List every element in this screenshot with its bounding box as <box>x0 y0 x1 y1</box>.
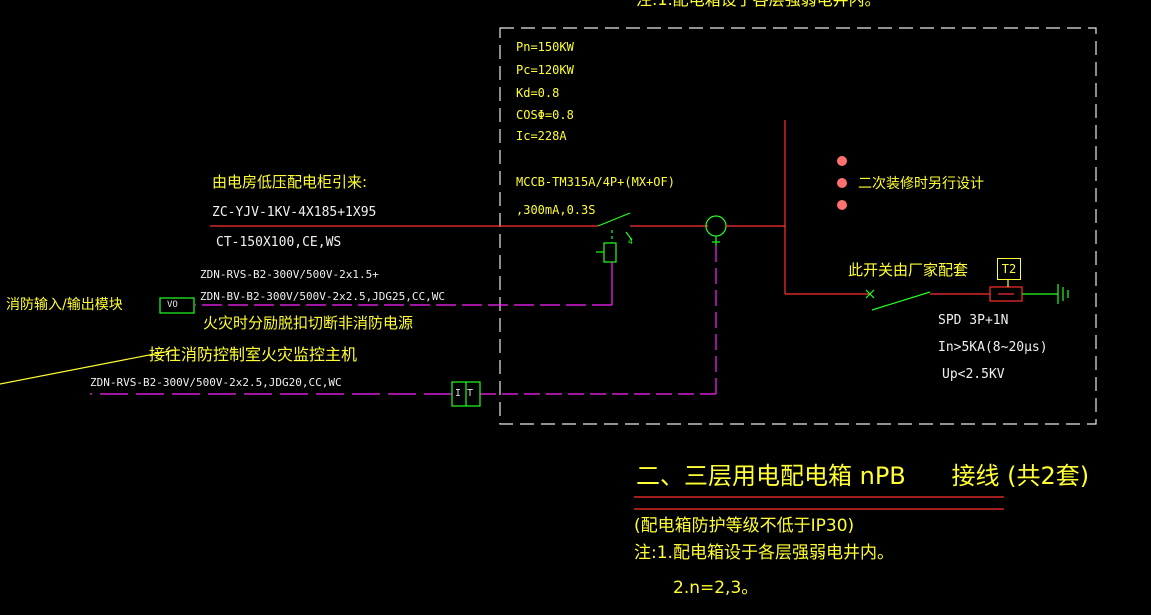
fire-cable-1: ZDN-RVS-B2-300V/500V-2x1.5+ <box>200 268 379 281</box>
main-breaker-symbol: 4 <box>596 212 708 263</box>
quantity-note: 2.n=2,3。 <box>673 578 759 598</box>
protection-note: (配电箱防护等级不低于IP30) <box>634 516 855 536</box>
monitor-cable-label: ZDN-RVS-B2-300V/500V-2x2.5,JDG20,CC,WC <box>90 376 342 389</box>
spd-switch-symbol <box>865 289 931 311</box>
breaker-model: MCCB-TM315A/4P+(MX+OF) <box>516 175 675 189</box>
param-ic: Ic=228A <box>516 129 567 143</box>
outgoing-note: 二次装修时另行设计 <box>858 176 984 192</box>
location-note: 注:1.配电箱设于各层强弱电井内。 <box>634 543 894 563</box>
svg-text:4: 4 <box>628 237 633 246</box>
spd-model: SPD 3P+1N <box>938 313 1009 328</box>
param-pn: Pn=150KW <box>516 40 574 54</box>
leader-line <box>0 349 176 385</box>
it-box-label: I T <box>455 388 474 399</box>
switch-note: 此开关由厂家配套 <box>848 261 969 279</box>
fire-cable-2: ZDN-BV-B2-300V/500V-2x2.5,JDG25,CC,WC <box>200 290 446 303</box>
spd-up: Up<2.5KV <box>942 367 1005 382</box>
vo-box-outline <box>159 297 195 314</box>
drawing-title: 二、三层用电配电箱 nPB 接线 (共2套) <box>636 462 1090 490</box>
param-pc: Pc=120KW <box>516 63 574 77</box>
fire-trip-note: 火灾时分励脱扣切断非消防电源 <box>203 314 414 332</box>
io-module-label: 消防输入/输出模块 <box>6 297 123 313</box>
outgoing-circuit-dot <box>837 178 847 188</box>
vo-box-label: VO <box>167 300 178 310</box>
earth-ground-symbol <box>1057 284 1069 304</box>
monitor-note: 接往消防控制室火灾监控主机 <box>149 345 358 364</box>
incoming-source-label: 由电房低压配电柜引来: <box>212 173 368 191</box>
spd-tag: T2 <box>997 258 1021 280</box>
current-transformer-symbol <box>705 215 727 246</box>
top-note: 注:1.配电箱设于各层强弱电井内。 <box>636 0 881 8</box>
outgoing-circuit-dot <box>837 156 847 166</box>
incoming-cable-label: ZC-YJV-1KV-4X185+1X95 <box>212 205 377 220</box>
breaker-rcd: ,300mA,0.3S <box>516 203 596 217</box>
param-kd: Kd=0.8 <box>516 86 560 100</box>
spd-symbol <box>989 280 1023 302</box>
spd-in: In>5KA(8~20μs) <box>938 340 1048 355</box>
fire-control-wiring <box>90 246 717 395</box>
param-cos: COSΦ=0.8 <box>516 108 574 122</box>
incoming-tray-label: CT-150X100,CE,WS <box>216 235 342 250</box>
outgoing-circuit-dot <box>837 200 847 210</box>
